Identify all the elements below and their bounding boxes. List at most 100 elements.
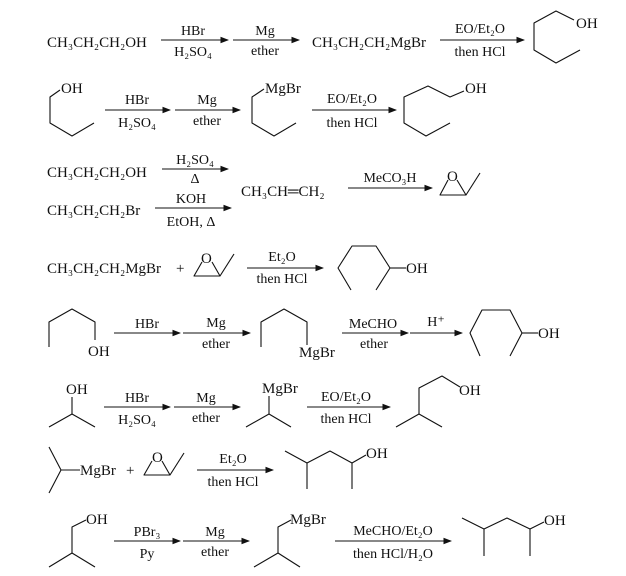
- reagent-above: Et₂O: [268, 250, 295, 265]
- reagent-above: Mg: [196, 391, 215, 406]
- hydroxyl-label: OH: [406, 261, 428, 277]
- reagent-below: Py: [140, 547, 155, 562]
- reagent-below: ether: [201, 545, 229, 560]
- bromopropane-formula: CH₃CH₂CH₂Br: [47, 203, 140, 219]
- hydroxyl-label: OH: [459, 383, 481, 399]
- reagent-above: EO/Et₂O: [327, 92, 377, 107]
- reagent-above: Mg: [255, 24, 274, 39]
- epoxide-ring: [439, 179, 467, 196]
- scheme-8: OH PBr₃ Py Mg ether MgBr MeCHO/Et₂O then…: [48, 512, 566, 568]
- epoxide-ring: [143, 460, 171, 476]
- reagent-below: ether: [193, 114, 221, 129]
- propene-formula: CH₃CH═CH₂: [241, 184, 325, 200]
- reagent-above: EO/Et₂O: [455, 22, 505, 37]
- scheme-6: OH HBr H₂SO₄ Mg ether MgBr EO/Et₂O then …: [48, 375, 481, 428]
- reagent-above: Mg: [205, 525, 224, 540]
- hydroxyl-label: OH: [465, 81, 487, 97]
- reagent-above: KOH: [176, 192, 206, 207]
- scheme-7: MgBr + O Et₂O then HCl OH: [48, 446, 388, 494]
- epoxide-ring: [193, 261, 221, 277]
- pentanol-skeleton: [533, 10, 581, 64]
- reagent-below: H₂SO₄: [174, 45, 212, 60]
- reagent-below: H₂SO₄: [118, 116, 156, 131]
- mgbr-label: MgBr: [299, 345, 335, 361]
- hexanol-skeleton: [337, 245, 391, 291]
- methyl-bond: [169, 452, 185, 476]
- isopropyl-skeleton: [48, 446, 62, 494]
- product-skeleton: [461, 517, 545, 530]
- hydroxyl-label: OH: [66, 382, 88, 398]
- reagent-below: then HCl: [321, 412, 372, 427]
- reagent-above: H₂SO₄: [176, 153, 214, 168]
- scheme-4: CH₃CH₂CH₂MgBr + O Et₂O then HCl OH: [47, 245, 428, 291]
- reagent-below: then HCl: [327, 116, 378, 131]
- reagent-above: EO/Et₂O: [321, 390, 371, 405]
- pentanol-skeleton: [403, 85, 465, 137]
- reagent-below: ether: [251, 44, 279, 59]
- reagent-above: MeCHO: [349, 317, 397, 332]
- scheme-5: OH HBr Mg ether MgBr MeCHO ether H⁺ OH: [48, 308, 560, 361]
- reagent-above: MeCO₃H: [363, 171, 416, 186]
- hydroxyl-label: OH: [86, 512, 108, 528]
- reagent-below: ether: [360, 337, 388, 352]
- methyl-bond: [277, 552, 301, 568]
- grignard-skeleton: [260, 308, 308, 347]
- grignard-skeleton: [245, 413, 292, 428]
- propanol-formula: CH₃CH₂CH₂OH: [47, 165, 147, 181]
- reagent-above: H⁺: [427, 315, 445, 330]
- grignard-formula: CH₃CH₂CH₂MgBr: [312, 35, 426, 51]
- propanol-skeleton: [48, 308, 96, 347]
- grignard-skeleton: [251, 88, 297, 137]
- oxygen-label: O: [201, 251, 212, 267]
- propanol-formula: CH₃CH₂CH₂OH: [47, 35, 147, 51]
- reagent-below: then HCl: [455, 45, 506, 60]
- reagent-above: HBr: [125, 93, 149, 108]
- reagent-below: H₂SO₄: [118, 413, 156, 428]
- reagent-above: MeCHO/Et₂O: [353, 524, 433, 539]
- reagent-above: Mg: [197, 93, 216, 108]
- product-skeleton: [284, 450, 367, 464]
- reagent-below: then HCl: [208, 475, 259, 490]
- methyl-bond: [465, 172, 481, 196]
- grignard-formula: CH₃CH₂CH₂MgBr: [47, 261, 161, 277]
- hexanol-skeleton: [469, 309, 523, 357]
- scheme-3: CH₃CH₂CH₂OH H₂SO₄ Δ CH₃CH₂CH₂Br KOH EtOH…: [47, 153, 481, 230]
- oxygen-label: O: [152, 450, 163, 466]
- isobutanol-skeleton: [48, 519, 87, 568]
- reagent-above: PBr₃: [134, 525, 161, 540]
- methyl-bond: [71, 552, 96, 568]
- reagent-above: HBr: [135, 317, 159, 332]
- plus-sign: +: [126, 463, 134, 479]
- methyl-bond: [219, 253, 235, 277]
- grignard-skeleton: [253, 519, 292, 568]
- mgbr-label: MgBr: [262, 381, 298, 397]
- oxygen-label: O: [447, 169, 458, 185]
- scheme-1: CH₃CH₂CH₂OH HBr H₂SO₄ Mg ether CH₃CH₂CH₂…: [47, 10, 598, 64]
- scheme-2: OH HBr H₂SO₄ Mg ether MgBr EO/Et₂O then …: [49, 81, 487, 137]
- hydroxyl-label: OH: [61, 81, 83, 97]
- hydroxyl-label: OH: [544, 513, 566, 529]
- reagent-below: EtOH, Δ: [167, 215, 216, 230]
- hydroxyl-label: OH: [366, 446, 388, 462]
- reagent-below: ether: [192, 411, 220, 426]
- reagent-below: Δ: [190, 172, 199, 187]
- propanol-skeleton: [49, 89, 95, 137]
- mgbr-label: MgBr: [80, 463, 116, 479]
- isopentanol-skeleton: [395, 413, 443, 428]
- reagent-above: Et₂O: [219, 452, 246, 467]
- isopropanol-skeleton: [48, 413, 96, 428]
- mgbr-label: MgBr: [290, 512, 326, 528]
- mgbr-label: MgBr: [265, 81, 301, 97]
- hydroxyl-label: OH: [538, 326, 560, 342]
- reagent-above: Mg: [206, 316, 225, 331]
- reagent-below: then HCl: [257, 272, 308, 287]
- hydroxyl-label: OH: [576, 16, 598, 32]
- hydroxyl-label: OH: [88, 344, 110, 360]
- isopentanol-chain: [418, 375, 461, 414]
- plus-sign: +: [176, 261, 184, 277]
- reagent-below: ether: [202, 337, 230, 352]
- reagent-above: HBr: [181, 24, 205, 39]
- reagent-below: then HCl/H₂O: [353, 547, 433, 562]
- reagent-above: HBr: [125, 391, 149, 406]
